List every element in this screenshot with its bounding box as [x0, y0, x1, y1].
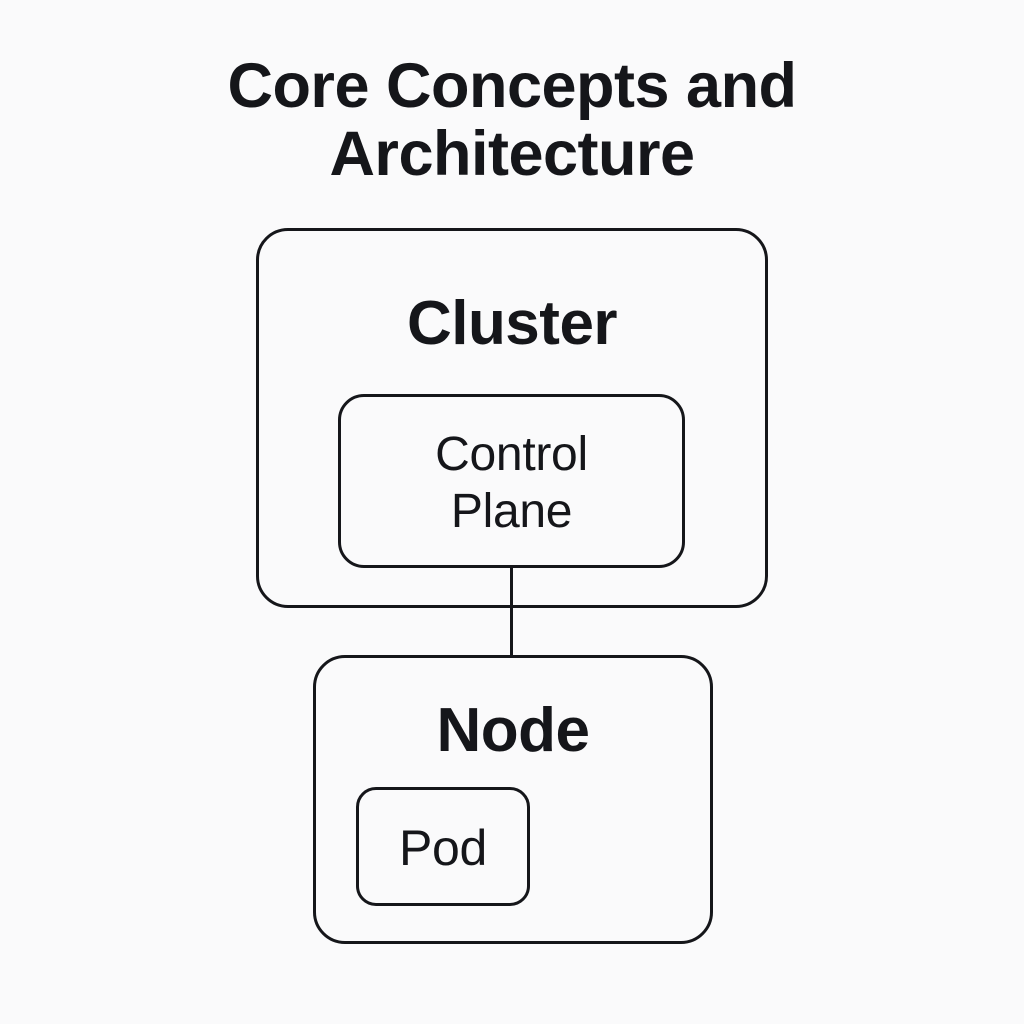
cluster-label: Cluster: [406, 289, 618, 358]
page-title: Core Concepts and Architecture: [227, 51, 797, 189]
pod-label: Pod: [398, 820, 488, 876]
control-plane-box[interactable]: Control Plane: [338, 394, 685, 568]
pod-box[interactable]: Pod: [356, 787, 530, 906]
node-label: Node: [436, 696, 591, 765]
control-plane-label: Control Plane: [435, 428, 588, 538]
connector-control-plane-to-node: [510, 566, 513, 658]
